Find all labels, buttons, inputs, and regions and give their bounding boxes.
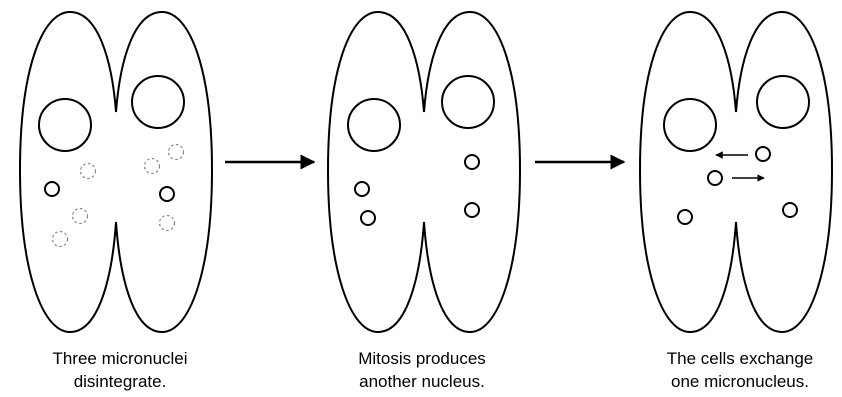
- macronucleus-right-3: [757, 76, 809, 128]
- micronucleus: [361, 211, 375, 225]
- cell-right-1: [116, 12, 212, 332]
- micronucleus-disintegrating: [160, 216, 175, 231]
- caption-stage-1: Three micronuclei disintegrate.: [0, 347, 240, 393]
- micronucleus-disintegrating: [73, 209, 88, 224]
- macronucleus-left-2: [348, 99, 400, 151]
- caption-line: disintegrate.: [0, 370, 240, 393]
- cell-right-3: [736, 12, 832, 332]
- micronucleus: [708, 171, 722, 185]
- macronucleus-left-1: [39, 99, 91, 151]
- micronucleus: [783, 203, 797, 217]
- caption-stage-2: Mitosis produces another nucleus.: [302, 347, 542, 393]
- macronucleus-right-2: [442, 76, 494, 128]
- caption-line: Three micronuclei: [0, 347, 240, 370]
- micronucleus: [355, 182, 369, 196]
- stage-2: [328, 12, 520, 332]
- micronucleus: [465, 155, 479, 169]
- caption-line: The cells exchange: [620, 347, 842, 370]
- macronucleus-right-1: [132, 76, 184, 128]
- micronucleus: [160, 187, 174, 201]
- micronucleus-disintegrating: [145, 159, 160, 174]
- micronucleus: [465, 203, 479, 217]
- cell-right-2: [424, 12, 520, 332]
- stage-3: [640, 12, 832, 332]
- caption-line: one micronucleus.: [620, 370, 842, 393]
- cell-left-3: [640, 12, 736, 332]
- stage-1: [20, 12, 212, 332]
- macronucleus-left-3: [664, 99, 716, 151]
- micronucleus: [756, 147, 770, 161]
- caption-line: Mitosis produces: [302, 347, 542, 370]
- micronucleus-disintegrating: [169, 145, 184, 160]
- micronucleus: [45, 182, 59, 196]
- caption-line: another nucleus.: [302, 370, 542, 393]
- micronucleus-disintegrating: [81, 164, 96, 179]
- micronucleus: [678, 210, 692, 224]
- caption-stage-3: The cells exchange one micronucleus.: [620, 347, 842, 393]
- cell-left-2: [328, 12, 424, 332]
- cell-left-1: [20, 12, 116, 332]
- micronucleus-disintegrating: [53, 232, 68, 247]
